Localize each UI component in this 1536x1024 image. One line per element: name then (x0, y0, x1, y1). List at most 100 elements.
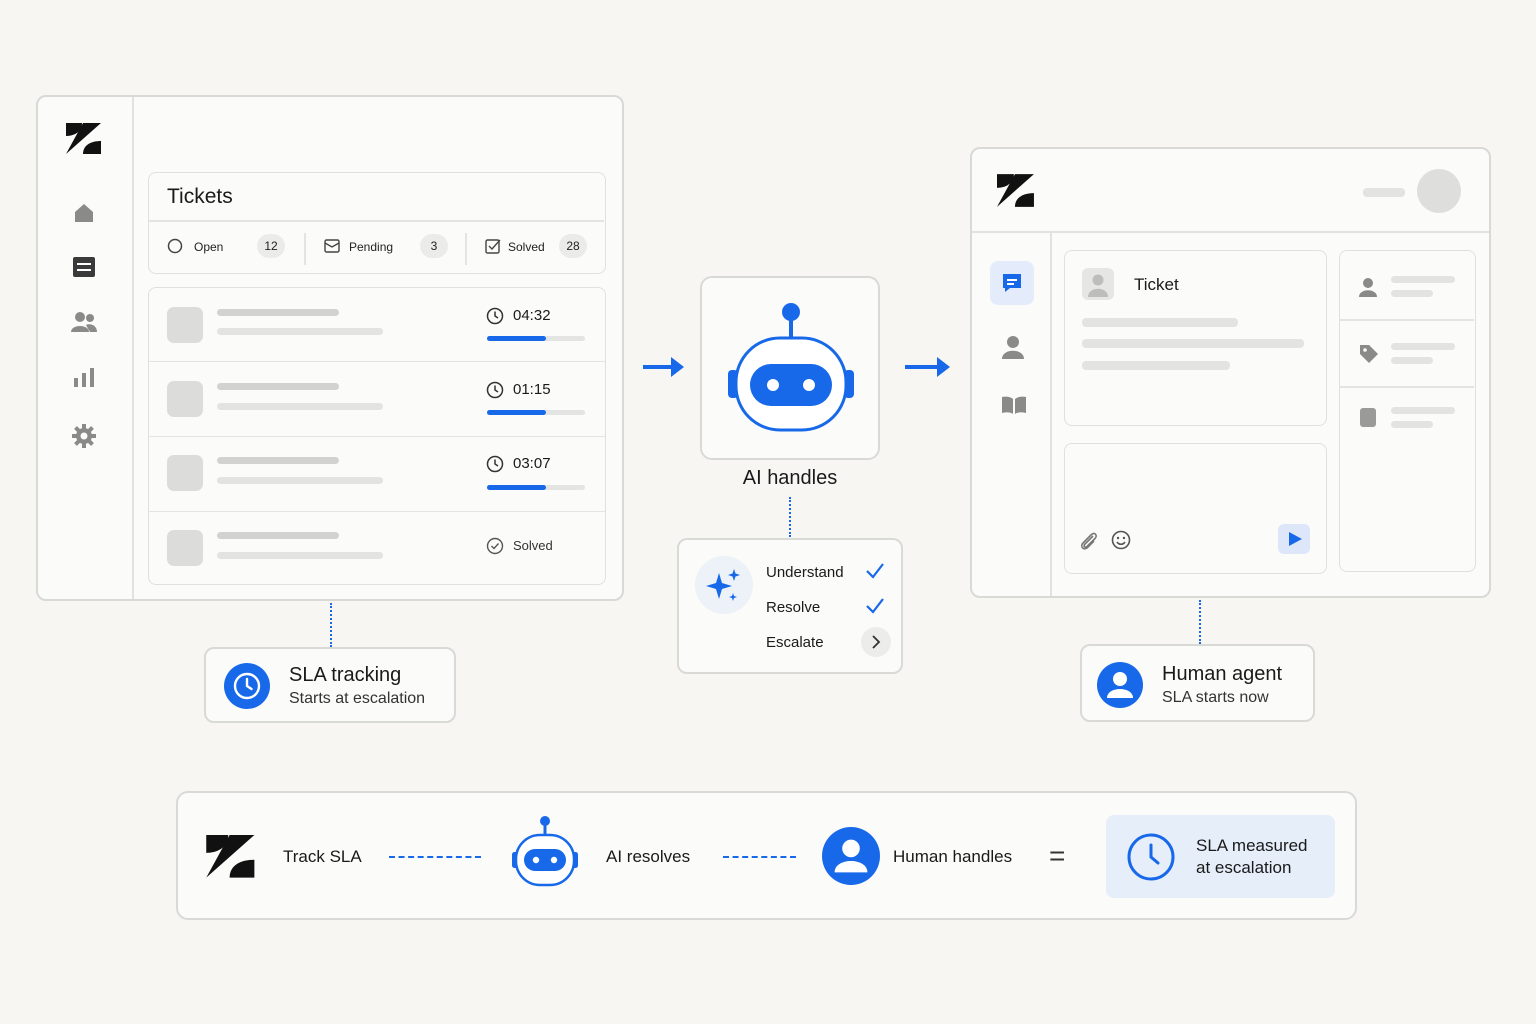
summary-ai-resolves: AI resolves (606, 847, 691, 866)
check-circle-icon (486, 537, 504, 555)
users-icon[interactable] (70, 311, 98, 333)
summary-bar: Track SLA AI resolves Human handles = SL… (176, 791, 1357, 920)
emoji-icon[interactable] (1111, 530, 1131, 550)
ticket-subject-placeholder (217, 309, 339, 316)
sla-tracking-title: SLA tracking (289, 664, 402, 686)
zendesk-logo (206, 835, 255, 878)
person-icon[interactable] (1002, 335, 1024, 359)
sla-tracking-subtitle: Starts at escalation (289, 690, 426, 707)
sidebar (38, 97, 134, 599)
home-icon[interactable] (72, 201, 96, 225)
connector-dotted (1199, 600, 1201, 644)
ai-bot-tile (700, 276, 880, 460)
document-icon (1360, 408, 1376, 427)
properties-panel (1339, 250, 1476, 572)
table-row[interactable]: 04:32 (149, 288, 605, 362)
sla-timer: 04:32 (513, 307, 551, 324)
solved-check-icon (485, 239, 501, 254)
table-row[interactable]: 03:07 (149, 438, 605, 512)
step-understand: Understand (766, 564, 844, 581)
send-button[interactable] (1278, 524, 1310, 554)
ticket-detail-card: Ticket (1064, 250, 1327, 426)
summary-track-sla: Track SLA (283, 847, 362, 866)
arrow-right-icon (905, 357, 950, 377)
chat-icon (1003, 274, 1021, 292)
summary-human-handles: Human handles (893, 847, 1013, 866)
settings-icon[interactable] (71, 423, 97, 449)
ticket-avatar-placeholder (167, 381, 203, 417)
agent-workspace-window: Ticket (970, 147, 1491, 598)
human-agent-title: Human agent (1162, 663, 1283, 685)
ticket-preview-placeholder (217, 477, 383, 484)
tab-solved[interactable]: Solved 28 (469, 221, 607, 271)
tab-open-count: 12 (257, 234, 285, 258)
clock-icon (486, 307, 504, 325)
property-placeholder (1391, 343, 1455, 350)
connector-dashed (723, 856, 796, 858)
header-divider (972, 231, 1489, 233)
tab-pending[interactable]: Pending 3 (309, 221, 464, 271)
ticket-subject-placeholder (217, 457, 339, 464)
robot-icon (512, 816, 578, 887)
tickets-icon[interactable] (72, 256, 96, 278)
sla-progress-fill (487, 485, 546, 490)
property-placeholder (1391, 276, 1455, 283)
tickets-window: Tickets Open 12 Pending 3 Solved 28 (36, 95, 624, 601)
paperclip-icon[interactable] (1079, 530, 1099, 552)
check-icon (866, 598, 884, 614)
properties-divider (1340, 386, 1474, 388)
book-icon[interactable] (1001, 395, 1027, 415)
chat-nav-button[interactable] (990, 261, 1034, 305)
property-placeholder (1391, 407, 1455, 414)
sla-progress-bar (487, 336, 585, 341)
tab-open-label: Open (194, 240, 224, 254)
pending-envelope-icon (324, 239, 340, 253)
clock-icon (486, 381, 504, 399)
table-row[interactable]: Solved (149, 513, 605, 584)
equals-sign: = (1049, 840, 1066, 871)
zendesk-logo (997, 174, 1034, 207)
sparkle-icon (695, 556, 753, 614)
tab-separator (465, 233, 467, 265)
sla-result-box: SLA measured at escalation (1106, 815, 1335, 898)
ticket-subject-placeholder (217, 532, 339, 539)
ticket-text-placeholder (1082, 318, 1238, 327)
tab-open[interactable]: Open 12 (149, 221, 304, 271)
property-placeholder (1391, 290, 1433, 297)
connector-dotted (330, 603, 332, 647)
left-rail (1050, 232, 1052, 596)
tab-pending-label: Pending (349, 240, 394, 254)
table-row[interactable]: 01:15 (149, 363, 605, 437)
escalate-button[interactable] (861, 627, 891, 657)
tab-solved-count: 28 (559, 234, 587, 258)
robot-icon (728, 303, 854, 432)
property-placeholder (1391, 357, 1433, 364)
ticket-list: 04:32 01:15 03:07 Solved (148, 287, 606, 585)
sla-progress-fill (487, 410, 546, 415)
user-name-placeholder (1363, 188, 1405, 197)
ticket-avatar-placeholder (167, 455, 203, 491)
ticket-preview-placeholder (217, 328, 383, 335)
tab-separator (304, 233, 306, 265)
person-icon (1359, 278, 1377, 297)
sla-timer: 03:07 (513, 455, 551, 472)
sla-progress-bar (487, 485, 585, 490)
avatar[interactable] (1417, 169, 1461, 213)
check-icon (866, 563, 884, 579)
sla-timer: 01:15 (513, 381, 551, 398)
clock-icon (1127, 833, 1175, 881)
tabs-divider (149, 220, 604, 222)
reports-icon[interactable] (72, 366, 96, 388)
person-icon (1097, 662, 1143, 708)
zendesk-logo (66, 123, 101, 154)
reply-composer[interactable] (1064, 443, 1327, 574)
properties-divider (1340, 319, 1474, 321)
sla-result-line2: at escalation (1196, 858, 1292, 877)
human-agent-callout: Human agent SLA starts now (1080, 644, 1315, 722)
ai-handles-label: AI handles (742, 467, 838, 489)
ticket-text-placeholder (1082, 361, 1230, 370)
ai-steps-card: Understand Resolve Escalate (677, 538, 903, 674)
arrow-right-icon (643, 357, 684, 377)
ticket-status-solved: Solved (513, 538, 553, 553)
tab-pending-count: 3 (420, 234, 448, 258)
